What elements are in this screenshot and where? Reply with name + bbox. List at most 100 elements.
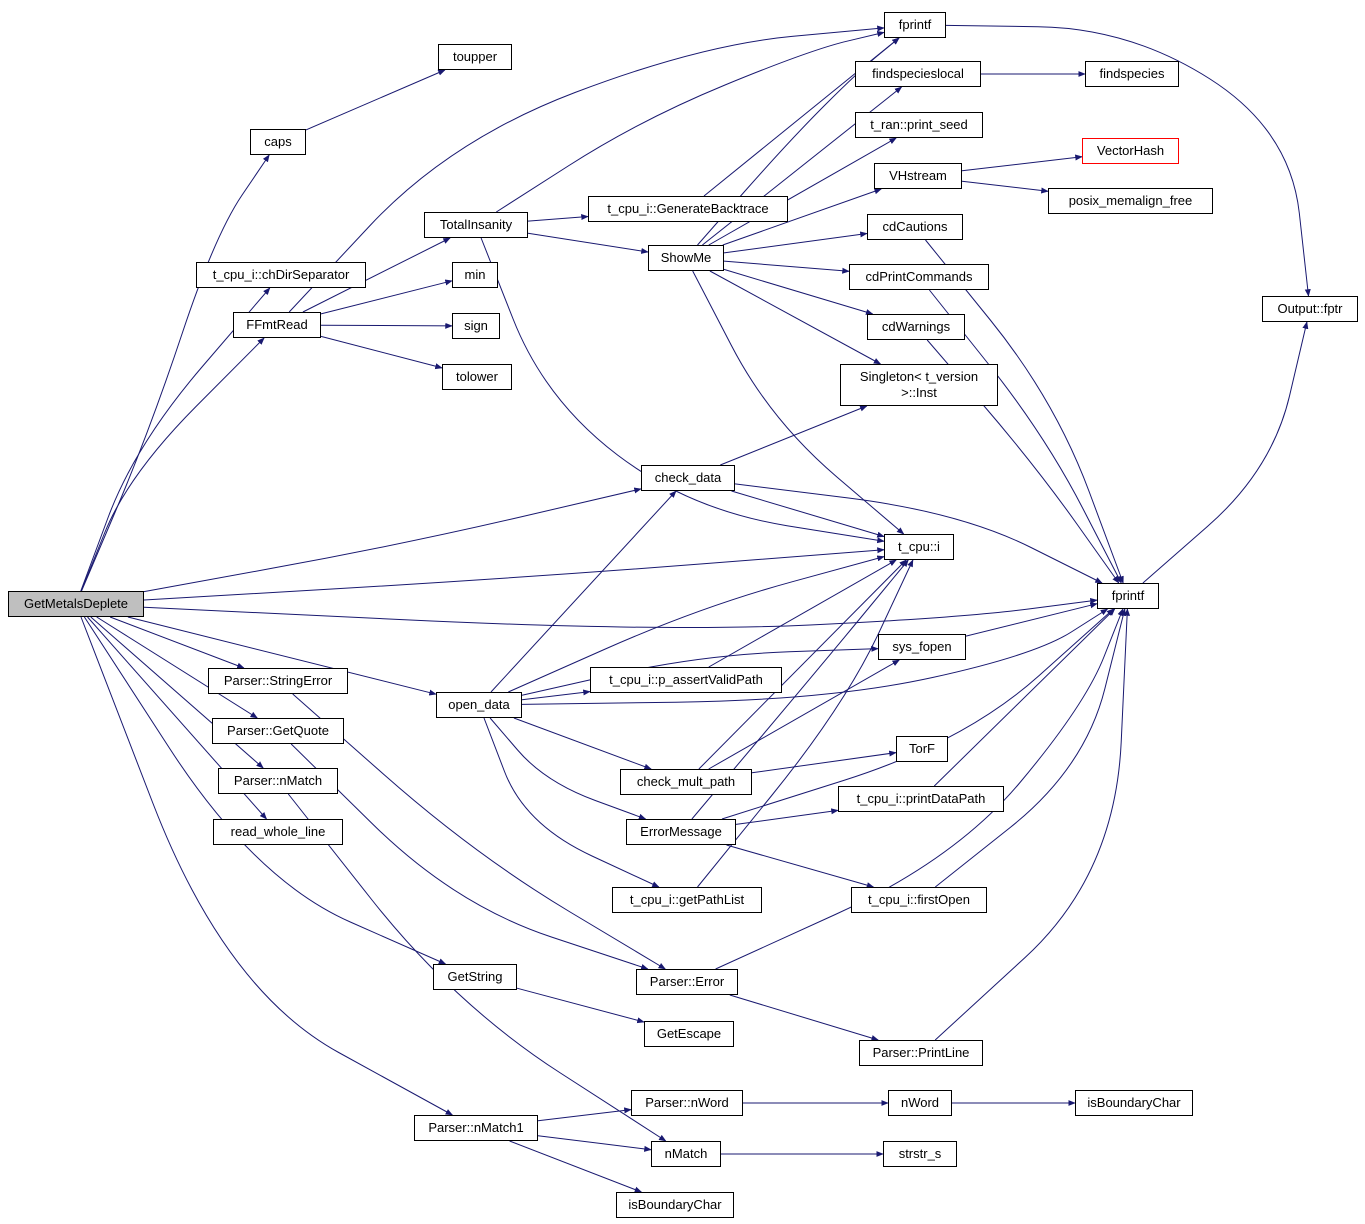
edge-pnmatch1-nmatch	[537, 1135, 652, 1152]
node-main: GetMetalsDeplete	[8, 591, 144, 617]
edge-main-caps	[81, 154, 270, 592]
edge-pnmatch1-pnword	[537, 1107, 632, 1122]
node-ffmtread[interactable]: FFmtRead	[233, 312, 321, 338]
edge-passert-tcpui	[708, 559, 897, 668]
node-fprintf_r[interactable]: fprintf	[1097, 583, 1159, 609]
edge-showme-singleton	[709, 270, 882, 365]
node-torf[interactable]: TorF	[896, 736, 948, 762]
node-strstrs[interactable]: strstr_s	[883, 1141, 957, 1167]
node-stringerror[interactable]: Parser::StringError	[208, 668, 348, 694]
node-isboundary_b[interactable]: isBoundaryChar	[616, 1192, 734, 1218]
node-tcpui[interactable]: t_cpu::i	[884, 534, 954, 560]
node-singleton[interactable]: Singleton< t_version >::Inst	[840, 364, 998, 406]
node-posix[interactable]: posix_memalign_free	[1048, 188, 1213, 214]
edge-totalinsanity-showme	[527, 232, 649, 254]
node-nword[interactable]: nWord	[888, 1090, 952, 1116]
edge-checkmult-torf	[751, 750, 897, 774]
edge-opendata-fprintf_r	[521, 608, 1109, 705]
node-sign[interactable]: sign	[452, 313, 500, 339]
node-toupper[interactable]: toupper	[438, 44, 512, 70]
node-passert[interactable]: t_cpu_i::p_assertValidPath	[590, 667, 782, 693]
node-fprintf_top[interactable]: fprintf	[884, 12, 946, 38]
edge-sysfopen-fprintf_r	[965, 602, 1098, 637]
node-sysfopen[interactable]: sys_fopen	[878, 634, 966, 660]
node-caps[interactable]: caps	[250, 129, 306, 155]
node-getquote[interactable]: Parser::GetQuote	[212, 718, 344, 744]
edge-cdcautions-fprintf_r	[925, 239, 1124, 584]
edge-opendata-passert	[521, 689, 591, 701]
node-vectorhash[interactable]: VectorHash	[1082, 138, 1179, 164]
edge-showme-cdprint	[723, 260, 850, 274]
edge-errormessage-fprintf_r	[721, 608, 1115, 820]
node-cdwarnings[interactable]: cdWarnings	[867, 314, 965, 340]
node-vhstream[interactable]: VHstream	[874, 163, 962, 189]
node-cdprint[interactable]: cdPrintCommands	[849, 264, 989, 290]
node-chdirsep[interactable]: t_cpu_i::chDirSeparator	[196, 262, 366, 288]
edge-ffmtread-tolower	[320, 335, 443, 370]
node-printline[interactable]: Parser::PrintLine	[859, 1040, 983, 1066]
edge-vhstream-posix	[961, 180, 1049, 194]
edge-main-fprintf_r	[143, 597, 1098, 629]
edge-ffmtread-sign	[320, 322, 453, 329]
node-isboundary_r[interactable]: isBoundaryChar	[1075, 1090, 1193, 1116]
node-pnword[interactable]: Parser::nWord	[631, 1090, 743, 1116]
node-print_seed[interactable]: t_ran::print_seed	[855, 112, 983, 138]
node-nmatch[interactable]: nMatch	[651, 1141, 721, 1167]
edge-checkmult-sysfopen	[708, 659, 900, 770]
edge-main-getquote	[96, 616, 258, 719]
edge-totalinsanity-fprintf_top	[496, 31, 885, 213]
node-outputfptr[interactable]: Output::fptr	[1262, 296, 1358, 322]
edge-showme-tcpui	[692, 270, 905, 535]
node-backtrace[interactable]: t_cpu_i::GenerateBacktrace	[588, 196, 788, 222]
edge-firstopen-fprintf_r	[934, 608, 1127, 888]
edge-getpathlist-tcpui	[697, 559, 914, 888]
edge-getquote-perror	[290, 743, 649, 970]
edge-totalinsanity-backtrace	[527, 214, 589, 222]
node-getstring[interactable]: GetString	[433, 964, 517, 990]
edge-main-opendata	[127, 616, 437, 696]
edge-opendata-tcpui	[508, 555, 885, 693]
edge-opendata-checkmult	[513, 717, 652, 770]
edge-fprintf_top-outputfptr	[945, 24, 1311, 297]
node-errormessage[interactable]: ErrorMessage	[626, 819, 736, 845]
node-showme[interactable]: ShowMe	[648, 245, 724, 271]
node-findspecieslocal[interactable]: findspecieslocal	[855, 61, 981, 87]
edge-vhstream-vectorhash	[961, 154, 1083, 172]
node-opendata[interactable]: open_data	[436, 692, 522, 718]
node-min[interactable]: min	[452, 262, 498, 288]
node-perror[interactable]: Parser::Error	[636, 969, 738, 995]
node-checkmult[interactable]: check_mult_path	[620, 769, 752, 795]
node-firstopen[interactable]: t_cpu_i::firstOpen	[851, 887, 987, 913]
edge-checkdata-singleton	[720, 405, 868, 466]
edge-opendata-checkdata	[490, 490, 677, 693]
node-checkdata[interactable]: check_data	[641, 465, 735, 491]
edge-main-chdirsep	[80, 287, 271, 592]
node-totalinsanity[interactable]: TotalInsanity	[424, 212, 528, 238]
node-printdatapath[interactable]: t_cpu_i::printDataPath	[838, 786, 1004, 812]
edge-ffmtread-totalinsanity	[302, 237, 451, 313]
edge-getstring-getescape	[516, 987, 645, 1024]
edge-main-ffmtread	[80, 337, 265, 592]
edge-ffmtread-fprintf_top	[288, 25, 885, 313]
node-tolower[interactable]: tolower	[442, 364, 512, 390]
node-pnmatch1[interactable]: Parser::nMatch1	[414, 1115, 538, 1141]
edge-fprintf_r-outputfptr	[1142, 321, 1309, 584]
edge-checkmult-tcpui	[698, 559, 907, 770]
node-getpathlist[interactable]: t_cpu_i::getPathList	[612, 887, 762, 913]
edge-printdatapath-fprintf_r	[933, 608, 1116, 787]
edge-cdwarnings-fprintf_r	[926, 339, 1120, 584]
edge-pnmatch-nmatch	[287, 793, 667, 1142]
edge-opendata-getpathlist	[483, 717, 660, 888]
node-cdcautions[interactable]: cdCautions	[867, 214, 963, 240]
node-readwholeline[interactable]: read_whole_line	[213, 819, 343, 845]
edge-showme-print_seed	[708, 137, 897, 246]
edge-caps-toupper	[305, 69, 446, 131]
edge-checkdata-fprintf_r	[734, 483, 1103, 584]
node-findspecies[interactable]: findspecies	[1085, 61, 1179, 87]
node-pnmatch[interactable]: Parser::nMatch	[218, 768, 338, 794]
edge-main-pnmatch1	[80, 616, 454, 1116]
edge-errormessage-firstopen	[726, 844, 875, 889]
node-getescape[interactable]: GetEscape	[644, 1021, 734, 1047]
edge-showme-cdcautions	[723, 231, 868, 254]
edge-perror-printline	[729, 994, 879, 1041]
